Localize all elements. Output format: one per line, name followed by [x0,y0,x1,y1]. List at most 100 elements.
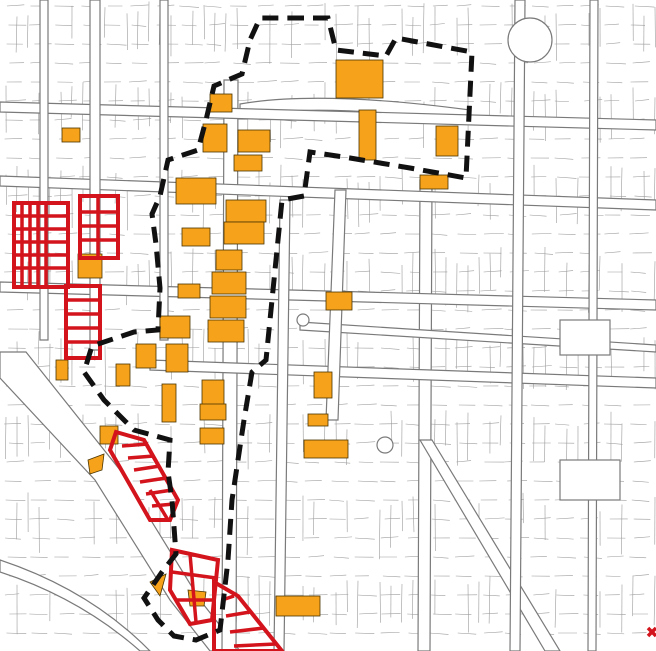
parcel-line [630,423,647,425]
heritage-building[interactable] [187,589,207,607]
parcel-line [381,347,400,350]
parcel-line [382,156,399,159]
heritage-building[interactable] [115,363,131,387]
heritage-building[interactable] [313,371,333,399]
parcel-line [4,138,23,140]
heritage-building[interactable] [61,127,81,143]
parcel-line [533,517,551,520]
parcel-line [334,42,353,45]
parcel-line [255,62,272,64]
heritage-building[interactable] [209,93,233,113]
parcel-line [532,289,550,292]
parcel-line [354,423,374,425]
parcel-line [246,506,249,556]
heritage-building[interactable] [201,379,225,407]
red-overlay-block-south[interactable] [167,547,221,627]
parcel-line [559,366,578,369]
parcel-line [431,518,450,521]
parcel-line [404,214,420,217]
parcel-line [604,404,622,407]
parcel-line [557,176,577,179]
parcel-line [358,42,374,45]
parcel-line [254,271,271,273]
parcel-line [308,251,329,254]
red-overlay-hatch-north [80,196,118,258]
parcel-line [254,347,272,350]
heritage-building[interactable] [233,154,263,172]
heritage-building[interactable] [177,283,201,299]
heritage-building[interactable] [325,291,353,311]
heritage-building[interactable] [159,315,191,339]
heritage-building[interactable] [435,125,459,157]
parcel-line [82,632,100,634]
heritage-building[interactable] [211,271,247,295]
parcel-line [280,80,299,83]
heritage-building[interactable] [307,413,329,427]
precinct-boundary[interactable] [81,15,475,643]
parcel-line [204,423,223,426]
parcel-line [554,423,570,426]
parcel-line [355,537,375,540]
red-overlay-block-southeast[interactable] [212,578,285,651]
parcel-line [630,271,646,274]
parcel-line [115,589,117,625]
parcel-line [455,43,474,45]
heritage-building[interactable] [335,59,384,99]
road-curve-south [0,559,151,651]
parcel-line [202,328,205,368]
parcel-line [126,13,128,51]
parcel-line [606,81,623,84]
parcel-line [632,61,650,64]
heritage-building[interactable] [237,129,271,153]
heritage-building[interactable] [202,123,228,153]
parcel-line [433,157,452,160]
parcel-line [607,632,625,635]
parcel-line [483,232,504,235]
parcel-line [31,632,48,634]
parcel-line [529,214,547,217]
parcel-line [131,385,147,388]
parcel-line [131,309,151,311]
red-overlay-corridor[interactable] [107,429,181,522]
heritage-building[interactable] [199,403,227,421]
parcel-line [482,612,498,615]
heritage-building[interactable] [225,199,267,223]
heritage-building[interactable] [161,383,177,423]
parcel-line [181,175,198,178]
parcel-line [54,118,72,121]
parcel-line [483,328,504,330]
parcel-line [633,574,649,577]
heritage-building[interactable] [303,439,349,459]
heritage-building[interactable] [55,359,69,381]
parcel-line [255,422,273,425]
parcel-line [5,416,7,460]
parcel-line [431,385,451,388]
parcel-line [607,555,624,558]
heritage-building[interactable] [87,453,105,475]
parcel-line [357,594,377,597]
heritage-building[interactable] [165,343,189,373]
parcel-line [131,137,147,140]
parcel-line [454,80,471,83]
red-overlay-block-west[interactable] [12,201,70,289]
parcel-line [653,575,656,626]
heritage-building[interactable] [175,177,217,205]
red-overlay-block-middle[interactable] [64,284,102,360]
heritage-building[interactable] [199,427,225,445]
parcel-line [484,517,505,520]
heritage-building[interactable] [207,319,245,343]
heritage-building[interactable] [181,227,211,247]
heritage-building[interactable] [135,343,157,369]
parcel-line [489,83,491,117]
heritage-building[interactable] [419,174,449,190]
heritage-building[interactable] [275,595,321,617]
parcel-line [329,574,347,577]
parcel-line [79,536,96,539]
heritage-building[interactable] [223,221,265,245]
heritage-building[interactable] [215,249,243,271]
parcel-line [59,613,75,615]
heritage-building[interactable] [358,109,377,161]
heritage-building[interactable] [209,295,247,319]
parcel-line [335,13,337,61]
parcel-line [556,81,574,84]
